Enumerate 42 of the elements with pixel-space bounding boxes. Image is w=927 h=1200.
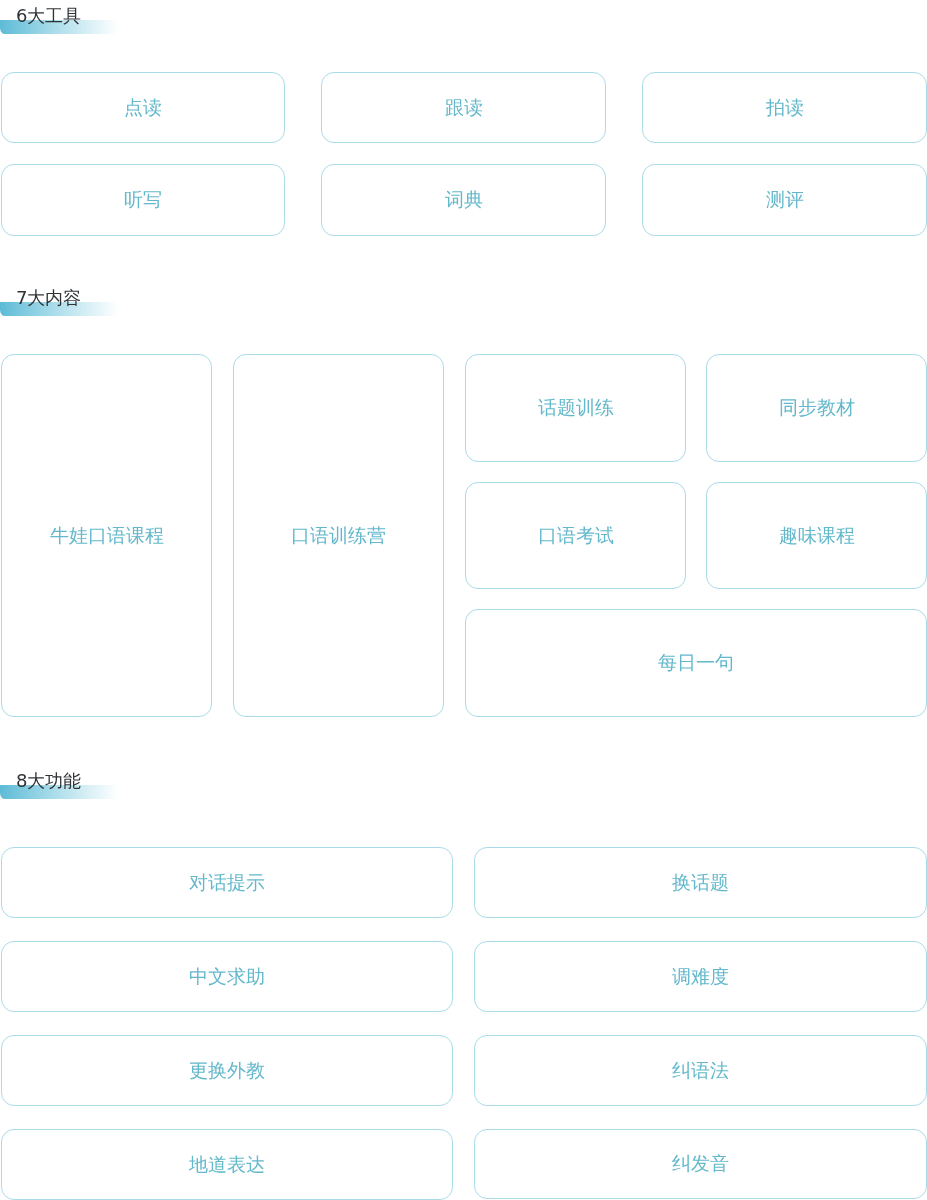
- feature-label: 口语考试: [537, 522, 614, 548]
- feature-label: 话题训练: [537, 395, 614, 420]
- feature-card: [474, 847, 927, 918]
- feature-card: [706, 482, 927, 589]
- feature-card: [1, 941, 453, 1012]
- feature-label: 对话提示: [189, 869, 265, 895]
- feature-label: 更换外教: [189, 1057, 265, 1083]
- feature-card: [465, 609, 927, 717]
- feature-label: 纠发音: [672, 1151, 729, 1176]
- feature-label: 牛娃口语课程: [49, 522, 164, 548]
- feature-label: 中文求助: [189, 963, 265, 989]
- feature-card: [642, 72, 927, 143]
- feature-label: 点读: [124, 94, 162, 120]
- feature-card: [465, 482, 686, 589]
- feature-card: [474, 941, 927, 1012]
- feature-label: 拍读: [765, 94, 804, 120]
- feature-label: 口语训练营: [291, 522, 386, 548]
- feature-card: [474, 1129, 927, 1199]
- feature-label: 调难度: [672, 963, 729, 989]
- feature-card: [706, 354, 927, 462]
- feature-card: [321, 72, 606, 143]
- feature-label: 跟读: [444, 94, 483, 120]
- feature-card: [642, 164, 927, 236]
- feature-card: [1, 1035, 453, 1106]
- feature-card: [1, 847, 453, 918]
- feature-card: [321, 164, 606, 236]
- feature-label: 同步教材: [778, 395, 855, 420]
- feature-label: 每日一句: [658, 650, 734, 675]
- feature-label: 测评: [765, 187, 804, 212]
- feature-label: 趣味课程: [778, 522, 855, 548]
- feature-label: 纠语法: [672, 1057, 729, 1083]
- feature-card: [233, 354, 444, 717]
- feature-label: 换话题: [672, 869, 729, 895]
- feature-card: [1, 164, 285, 236]
- feature-card: [1, 72, 285, 143]
- feature-label: 听写: [124, 187, 162, 212]
- feature-label: 词典: [444, 187, 483, 212]
- feature-card: [1, 1129, 453, 1200]
- feature-card: [465, 354, 686, 462]
- feature-card: [474, 1035, 927, 1106]
- feature-card: [1, 354, 212, 717]
- feature-label: 地道表达: [189, 1151, 265, 1177]
